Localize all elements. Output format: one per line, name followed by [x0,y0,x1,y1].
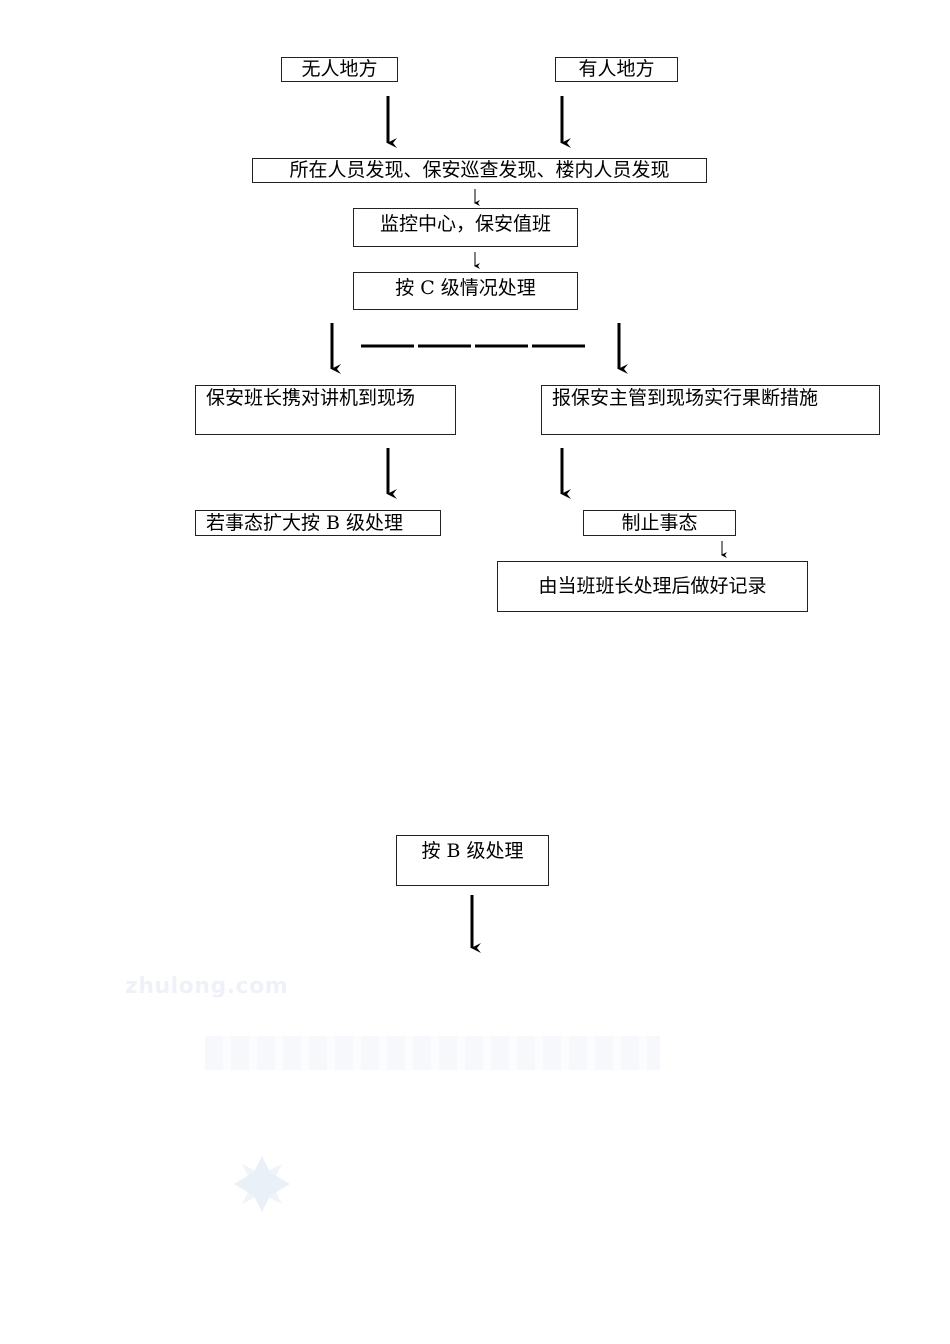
node-discovery: 所在人员发现、保安巡查发现、楼内人员发现 [252,158,707,183]
node-discovery-label: 所在人员发现、保安巡查发现、楼内人员发现 [289,159,670,182]
node-people-area: 有人地方 [555,57,678,82]
watermark-logo-icon [234,1156,290,1212]
node-stop-incident: 制止事态 [583,510,736,536]
node-report-supervisor-label: 报保安主管到现场实行果断措施 [552,387,819,409]
node-handle-c-label: 按 C 级情况处理 [395,277,536,299]
node-escalate-b: 若事态扩大按 B 级处理 [195,510,441,536]
watermark-text: zhulong.com [125,974,289,999]
node-handle-b: 按 B 级处理 [396,835,549,886]
node-record-label: 由当班班长处理后做好记录 [538,575,767,598]
node-monitoring-center: 监控中心，保安值班 [353,208,578,247]
node-record: 由当班班长处理后做好记录 [497,561,808,612]
node-handle-b-label: 按 B 级处理 [421,840,524,862]
node-handle-c: 按 C 级情况处理 [353,272,578,310]
node-people-area-label: 有人地方 [578,58,655,81]
node-no-people-area-label: 无人地方 [301,58,378,81]
node-squad-leader-radio: 保安班长携对讲机到现场 [195,385,456,435]
node-escalate-b-label: 若事态扩大按 B 级处理 [206,511,404,534]
node-report-supervisor: 报保安主管到现场实行果断措施 [541,385,880,435]
node-no-people-area: 无人地方 [281,57,398,82]
node-monitoring-center-label: 监控中心，保安值班 [379,213,551,235]
watermark-band [205,1036,660,1070]
node-stop-incident-label: 制止事态 [621,511,698,534]
node-squad-leader-radio-label: 保安班长携对讲机到现场 [206,387,416,409]
